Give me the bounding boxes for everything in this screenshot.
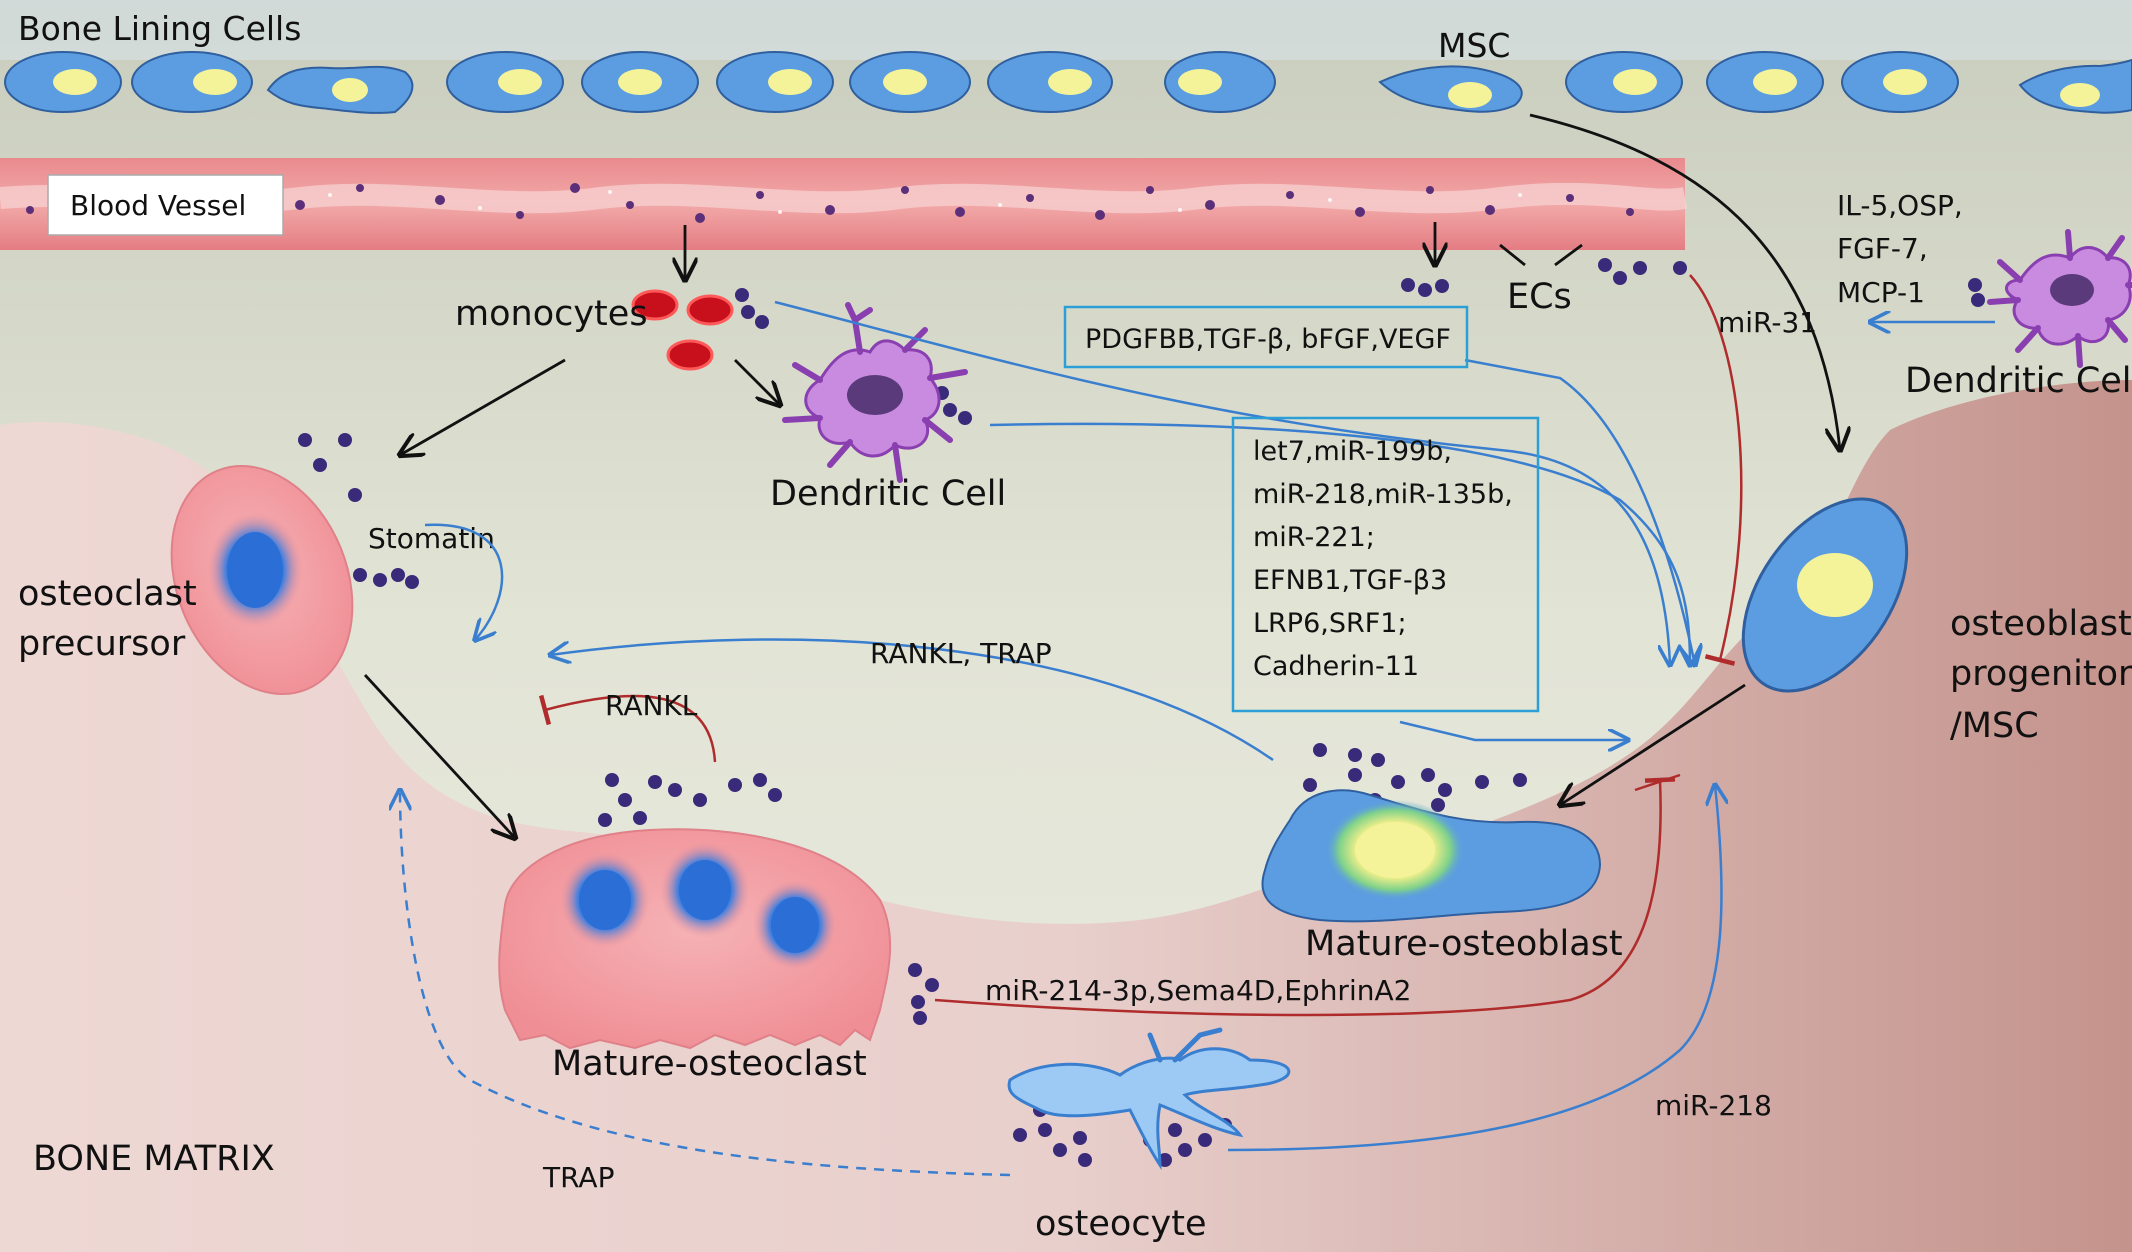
mir218-label: miR-218: [1655, 1089, 1772, 1122]
cytokine-line-2: FGF-7,: [1837, 232, 1928, 265]
growth-factors-box: [1063, 305, 1469, 369]
rankl-label: RANKL: [605, 689, 698, 722]
blood-vessel-label: Blood Vessel: [70, 189, 246, 222]
bone-lining-cells: [4, 51, 2132, 114]
ecs-label: ECs: [1507, 277, 1572, 317]
osteoblast-progenitor-label-1: osteoblast: [1950, 604, 2132, 644]
mature-osteoblast-cell: [1261, 789, 1602, 923]
osteoblast-progenitor-cell: [1741, 497, 1909, 693]
osteocyte-label: osteocyte: [1035, 1204, 1207, 1244]
cytokine-line-1: IL-5,OSP,: [1837, 189, 1963, 222]
mir214-label: miR-214-3p,Sema4D,EphrinA2: [985, 974, 1411, 1007]
black-arrows: [363, 113, 1840, 838]
osteoclast-precursor-label-1: osteoclast: [18, 574, 197, 614]
trap-label: TRAP: [542, 1161, 614, 1194]
osteoclast-precursor-cell: [170, 465, 354, 695]
blood-vessel-label-box: [47, 174, 284, 236]
stomatin-label: Stomatin: [368, 522, 495, 555]
dendritic-cell-right-label: Dendritic Cell: [1905, 361, 2132, 401]
mirna-line-4: EFNB1,TGF-β3: [1253, 565, 1447, 596]
growth-factors-text: PDGFBB,TGF-β, bFGF,VEGF: [1085, 324, 1451, 355]
vesicles: [281, 258, 1985, 1167]
dendritic-cell-right: [1987, 229, 2132, 368]
mature-osteoclast-label: Mature-osteoclast: [552, 1044, 867, 1084]
rankl-trap-label: RANKL, TRAP: [870, 637, 1052, 670]
msc-label: MSC: [1438, 26, 1510, 65]
mirna-line-6: Cadherin-11: [1253, 651, 1419, 682]
mirna-line-1: let7,miR-199b,: [1253, 436, 1452, 467]
bone-matrix-label: BONE MATRIX: [33, 1139, 275, 1179]
mirna-line-3: miR-221;: [1253, 522, 1375, 553]
mirna-box: [1231, 416, 1540, 713]
mirna-line-5: LRP6,SRF1;: [1253, 608, 1407, 639]
osteoblast-progenitor-label-2: progenitor: [1950, 654, 2132, 694]
cytokine-line-3: MCP-1: [1837, 276, 1925, 309]
mirna-line-2: miR-218,miR-135b,: [1253, 479, 1513, 510]
osteoblast-progenitor-label-3: /MSC: [1950, 706, 2039, 746]
mature-osteoclast-cell: [498, 828, 892, 1050]
monocytes-label: monocytes: [455, 294, 648, 334]
dendritic-cell-center: [782, 302, 968, 483]
osteoclast-precursor-label-2: precursor: [18, 624, 186, 664]
mir31-label: miR-31: [1718, 306, 1817, 339]
dendritic-cell-center-label: Dendritic Cell: [770, 474, 1006, 514]
inhibition-lines: [538, 274, 1743, 1017]
blue-arrows: [400, 300, 1995, 1177]
bone-lining-cells-label: Bone Lining Cells: [18, 9, 301, 48]
osteocyte-cell: [1007, 1027, 1291, 1170]
mature-osteoblast-label: Mature-osteoblast: [1305, 924, 1623, 964]
monocytes: [631, 289, 734, 371]
